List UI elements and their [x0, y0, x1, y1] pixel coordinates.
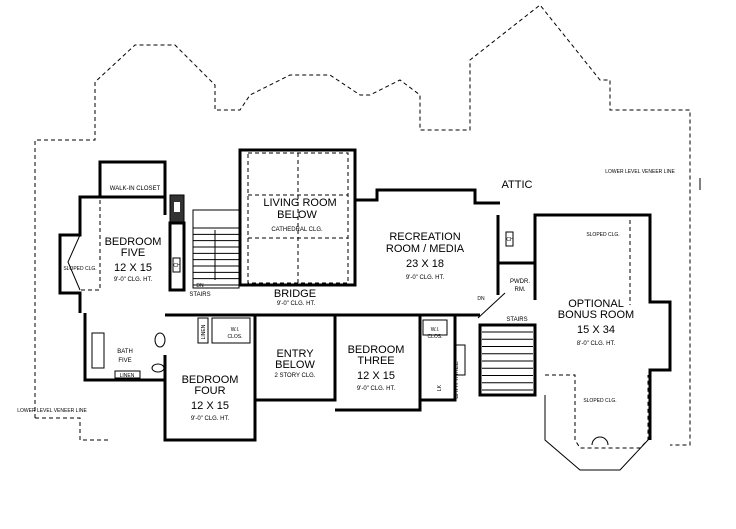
bath-five-label: BATH [117, 349, 133, 355]
bonus-room-walls [533, 213, 672, 440]
wi-clos-right-label-2: CLOS. [427, 334, 442, 340]
wi-clos-label-2: CLOS. [227, 334, 242, 340]
recreation-label: RECREATION [389, 231, 460, 243]
living-room-label: LIVING ROOM [263, 197, 336, 209]
linen-label-bridge: LINEN [201, 324, 207, 339]
wi-closet-right [422, 319, 448, 336]
living-room-ceiling-grid [247, 152, 349, 284]
wi-closet-left [211, 317, 251, 344]
bedroom-four-label-2: FOUR [194, 385, 225, 397]
bedroom-five-size: 12 X 15 [114, 262, 152, 274]
bedroom-four-walls [163, 315, 257, 442]
sloped-ceiling-outline [67, 234, 81, 291]
bathtub [91, 332, 105, 369]
bridge-label: BRIDGE [274, 288, 316, 300]
bedroom-four-size: 12 X 15 [191, 400, 229, 412]
ch-box [172, 257, 181, 273]
sink [154, 332, 166, 348]
bonus-label: OPTIONAL [568, 298, 624, 310]
living-room-ceiling: CATHEDRAL CLG. [271, 227, 323, 233]
entry-label-2: BELOW [275, 359, 315, 371]
veneer-label-left: LOWER LEVEL VENEER LINE [17, 408, 87, 414]
walk-in-closet-walls [98, 160, 167, 199]
sloped-clg-bonus-bottom: SLOPED CLG. [583, 398, 616, 404]
bonus-size: 15 X 34 [577, 324, 615, 336]
stairs-right-dn: DN [477, 296, 485, 302]
lk-label: LK [437, 384, 443, 391]
door-angle [477, 292, 506, 319]
entry-ceiling: 2 STORY CLG. [274, 373, 315, 379]
bedroom-three-label-2: THREE [357, 355, 394, 367]
walk-in-closet-label: WALK-IN CLOSET [110, 186, 161, 192]
bedroom-five-ceiling: 9'-0" CLG. HT. [114, 277, 153, 283]
veneer-label-right: LOWER LEVEL VENEER LINE [605, 169, 675, 175]
veneer-line-left [35, 417, 110, 441]
recreation-walls [355, 188, 500, 205]
attic-label: ATTIC [502, 179, 533, 191]
entry-walls [255, 315, 337, 402]
sloped-clg-left: SLOPED CLG. [63, 266, 96, 272]
bedroom-five-label-2: FIVE [121, 247, 145, 259]
sloped-clg-bonus-top: SLOPED CLG. [586, 232, 619, 238]
bedroom-four-ceiling: 9'-0" CLG. HT. [191, 416, 230, 422]
ch-label-right: CH [506, 237, 514, 243]
wi-clos-right-label: W.I. [431, 327, 440, 333]
bedroom-three-label: BEDROOM [348, 344, 405, 356]
bedroom-five-dash [80, 200, 101, 291]
stairs-right-label: STAIRS [506, 317, 527, 323]
recreation-label-2: ROOM / MEDIA [386, 243, 465, 255]
recreation-ceiling: 9'-0" CLG. HT. [406, 275, 445, 281]
pwdr-label-2: RM. [515, 287, 526, 293]
linen-label-bath-five: LINEN [120, 373, 135, 379]
entry-label: ENTRY [276, 348, 314, 360]
linen-closet [197, 317, 209, 344]
bedroom-four-label: BEDROOM [182, 374, 239, 386]
ch-label-left: CH [173, 263, 181, 269]
bath-three-label: BATH THREE [454, 361, 460, 398]
bedroom-five-label: BEDROOM [105, 236, 162, 248]
bedroom-three-ceiling: 9'-0" CLG. HT. [357, 386, 396, 392]
wi-clos-label: W.I. [231, 327, 240, 333]
flue [174, 202, 180, 212]
bath-five-label-2: FIVE [118, 358, 131, 364]
linen-shelf [114, 370, 141, 379]
bath-three-walls [418, 313, 457, 402]
stair-hall-wall [168, 221, 186, 292]
living-room-label-2: BELOW [277, 209, 317, 221]
bonus-ceiling: 8'-0" CLG. HT. [577, 341, 616, 347]
bonus-window [591, 436, 609, 446]
ch-box [505, 231, 514, 247]
stairs-left-label: STAIRS [189, 292, 210, 298]
stairs-right [478, 323, 537, 397]
bonus-bay [544, 395, 649, 471]
pwdr-label: PWDR. [510, 279, 530, 285]
bridge-ceiling: 9'-0" CLG. HT. [277, 301, 316, 307]
roof-outline [34, 4, 691, 446]
tub-three [455, 344, 466, 376]
bedroom-three-size: 12 X 15 [357, 370, 395, 382]
stairs-left-dn: DN [196, 283, 204, 289]
recreation-size: 23 X 18 [406, 258, 444, 270]
bonus-label-2: BONUS ROOM [558, 309, 634, 321]
bedroom-five-walls [58, 195, 100, 313]
